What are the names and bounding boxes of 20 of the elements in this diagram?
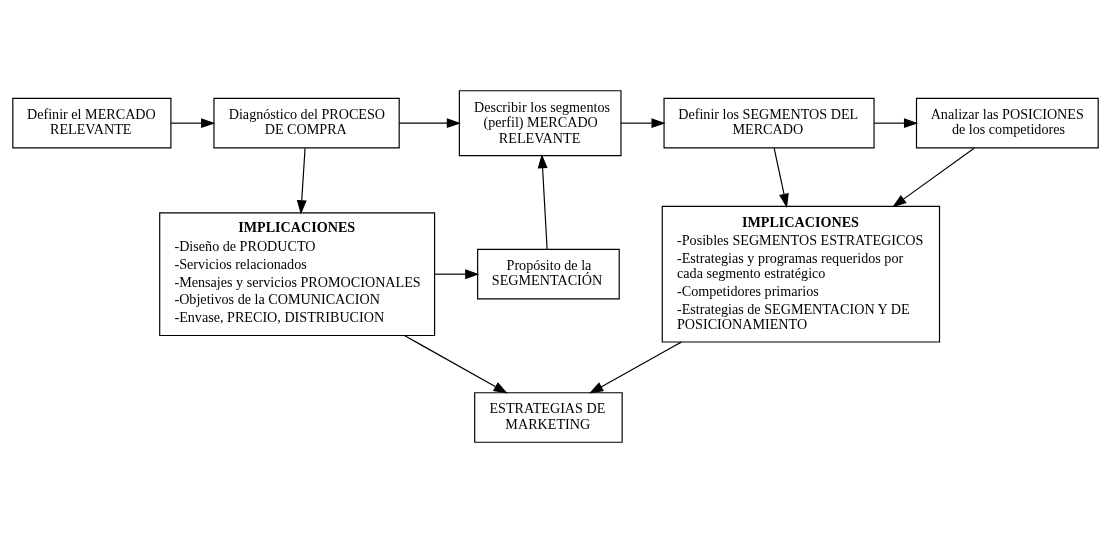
arrow xyxy=(434,269,480,280)
node-box: Propósito de la SEGMENTACIÓN xyxy=(477,248,620,300)
arrow xyxy=(773,147,789,208)
arrow xyxy=(892,147,975,208)
node-box: IMPLICACIONES -Diseño de PRODUCTO -Servicios relacionados -Mensajes y servicios PROMOCIONALES -Objetivos de la COMUNICACION -Envase, PRECIO, DISTRIBUCION xyxy=(159,212,436,337)
node-box: Definir el MERCADO RELEVANTE xyxy=(12,97,172,149)
arrow xyxy=(170,118,216,129)
arrow xyxy=(873,118,919,129)
node-box: Describir los segmentos (perfil) MERCADO RELEVANTE xyxy=(458,90,622,157)
arrow xyxy=(403,334,508,394)
node-box: IMPLICACIONES -Posibles SEGMENTOS ESTRATEGICOS -Estrategias y programas requeridos por cada segmento estratégico -Competidores primarios -Estrategias de SEGMENTACION Y DE POSICIONAMIENTO xyxy=(661,205,941,343)
node-box: ESTRATEGIAS DE MARKETING xyxy=(474,392,623,443)
node-box: Definir los SEGMENTOS DEL MERCADO xyxy=(663,97,875,149)
arrow xyxy=(589,341,682,394)
node-box: Analizar las POSICIONES de los competidores xyxy=(915,97,1099,149)
arrow xyxy=(296,147,307,215)
node-box: Diagnóstico del PROCESO DE COMPRA xyxy=(213,97,400,149)
arrow xyxy=(620,118,666,129)
arrow xyxy=(537,154,548,250)
arrow xyxy=(398,118,461,129)
